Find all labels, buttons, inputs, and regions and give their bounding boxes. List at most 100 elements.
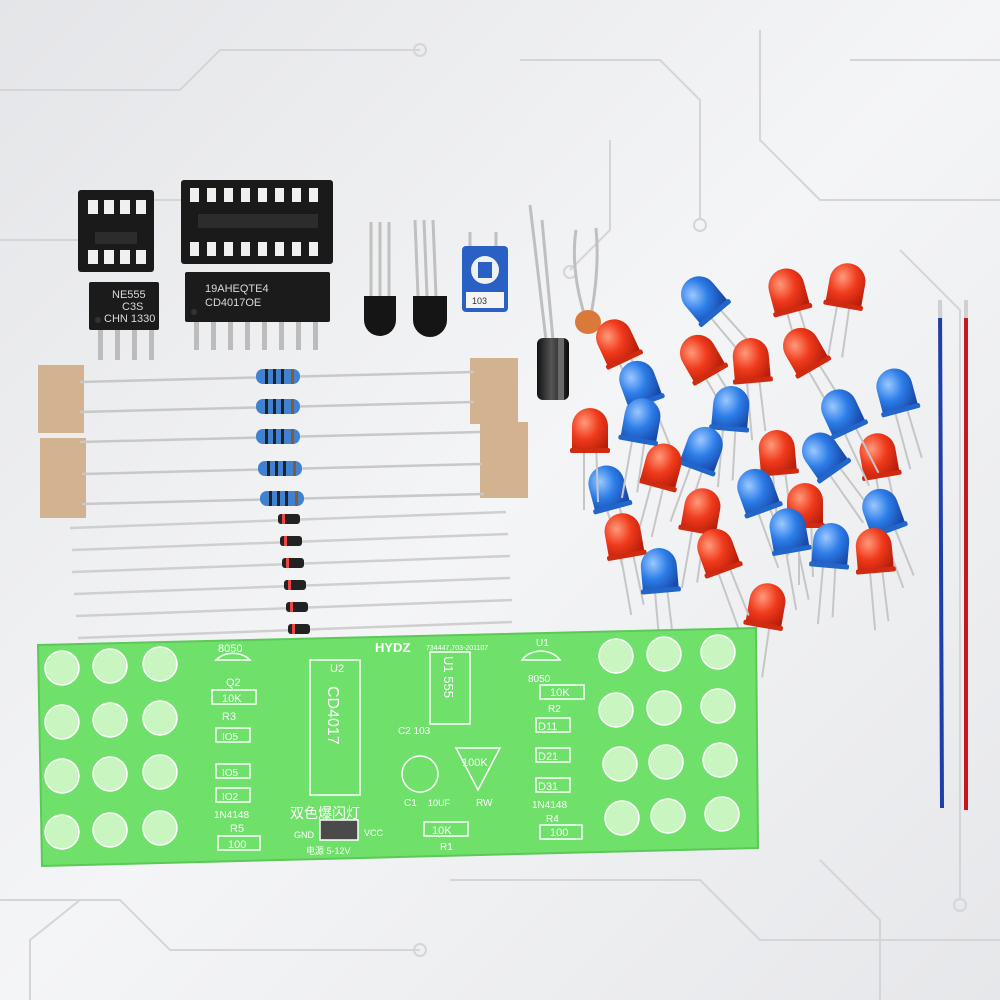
diode-6 [288, 624, 310, 634]
ne555-marking-2: C3S [122, 301, 143, 313]
label-r5-value: 100 [228, 839, 246, 851]
label-vcc: VCC [364, 828, 384, 838]
led-pad [142, 810, 178, 846]
label-c2: C2 103 [398, 726, 431, 737]
blue-wire [938, 299, 944, 809]
led-pad [142, 646, 178, 682]
label-r1: R1 [440, 842, 453, 853]
label-q1-type: 8050 [528, 674, 551, 685]
label-r3: R3 [222, 711, 236, 723]
red-led [678, 488, 721, 589]
red-led [635, 443, 682, 542]
resistor-3 [256, 429, 300, 444]
cd4017-chip: 19AHEQTE4 CD4017OE [185, 272, 330, 350]
circuit-trace-pattern [0, 30, 1000, 1000]
label-d-left-2: IO5 [222, 768, 239, 779]
label-q2-type: 8050 [218, 643, 242, 655]
red-led [604, 513, 647, 616]
led-pad [44, 704, 80, 740]
label-d-left-1: IO5 [222, 732, 239, 743]
led-pad [646, 636, 682, 672]
led-pad [44, 650, 80, 686]
electrolytic-capacitor [528, 204, 569, 400]
led-pad [650, 798, 686, 834]
label-rw: RW [476, 798, 493, 809]
resistor-2 [256, 399, 300, 414]
cd4017-marking-2: CD4017OE [205, 297, 261, 309]
led-pad [92, 812, 128, 848]
led-pad [604, 800, 640, 836]
label-d21: D21 [538, 751, 558, 763]
diode-5 [286, 602, 308, 612]
blue-led [618, 398, 661, 499]
pcb-brand: HYDZ [375, 640, 410, 655]
blue-led [809, 523, 850, 625]
resistor-5 [260, 491, 304, 506]
label-q2: Q2 [226, 677, 241, 689]
label-r4-value: 100 [550, 827, 568, 839]
led-pad [700, 634, 736, 670]
label-r1-value: 10K [432, 825, 452, 837]
cd4017-marking-1: 19AHEQTE4 [205, 283, 269, 295]
label-c1: C1 [404, 798, 417, 809]
label-r5: R5 [230, 823, 244, 835]
label-u2-chip: CD4017 [324, 686, 341, 745]
label-rw-value: 100K [462, 757, 488, 769]
led-pad [598, 692, 634, 728]
ceramic-capacitor [572, 227, 601, 334]
label-d31: D31 [538, 781, 558, 793]
ne555-chip: NE555 C3S CHN 1330 [89, 282, 159, 360]
label-diode-type-left: 1N4148 [214, 810, 249, 821]
diode-set [69, 510, 513, 640]
transistor-1 [364, 222, 396, 336]
transistor-2 [413, 219, 447, 337]
label-u1-chip: U1 555 [441, 656, 456, 698]
led-pad [598, 638, 634, 674]
blue-led [769, 508, 812, 611]
led-pad [44, 758, 80, 794]
pcb-title: 双色爆闪灯 [290, 805, 360, 821]
led-pad [700, 688, 736, 724]
label-gnd: GND [294, 830, 315, 840]
diode-3 [282, 558, 304, 568]
red-led [855, 528, 896, 631]
led-pad [704, 796, 740, 832]
blue-led [821, 389, 880, 487]
ne555-marking-3: CHN 1330 [104, 313, 155, 325]
label-d-left-3: IO2 [222, 792, 239, 803]
resistor-strip [38, 358, 528, 518]
led-pad [92, 702, 128, 738]
led-pad [92, 756, 128, 792]
red-led [570, 408, 610, 510]
pcb-board: HYDZ 734447,703-201107 8050 Q2 10K R3 IO… [36, 626, 760, 868]
led-pad [92, 648, 128, 684]
led-pad [142, 700, 178, 736]
led-pile [570, 263, 923, 684]
led-pad [44, 814, 80, 850]
label-diode-type-right: 1N4148 [532, 800, 567, 811]
pcb-code: 734447,703-201107 [426, 645, 488, 652]
label-d11: D11 [538, 721, 557, 733]
led-pad [702, 742, 738, 778]
label-r3-value: 10K [222, 693, 242, 705]
label-r2-value: 10K [550, 687, 570, 699]
label-u2: U2 [330, 663, 344, 675]
pot-marking: 103 [472, 296, 487, 306]
label-c1-value: 10UF [428, 798, 451, 808]
blue-led [801, 432, 871, 524]
diode-1 [278, 514, 300, 524]
led-pad [602, 746, 638, 782]
ic-socket-16pin [181, 180, 333, 264]
led-pad [646, 690, 682, 726]
label-r2: R2 [548, 704, 561, 715]
trimmer-potentiometer: 103 [462, 232, 508, 312]
label-r4: R4 [546, 814, 559, 825]
resistor-1 [256, 369, 300, 384]
led-pad [142, 754, 178, 790]
label-u1: U1 [536, 638, 549, 649]
blue-led [876, 368, 923, 470]
label-power: 电源 5-12V [306, 845, 351, 856]
red-led [697, 528, 750, 629]
hookup-wires [938, 299, 968, 810]
